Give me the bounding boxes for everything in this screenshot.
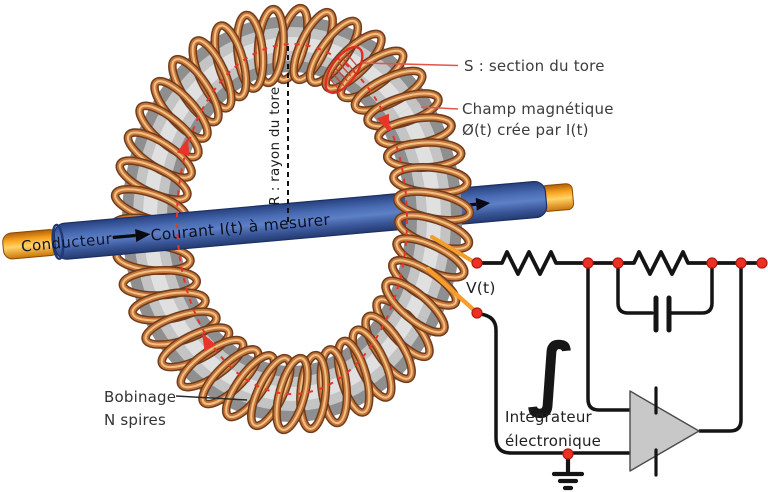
radius-marker: R : rayon du tore — [267, 46, 289, 226]
insulation-opening — [51, 223, 65, 261]
leader-lines — [175, 62, 459, 401]
winding-label-line2: N spires — [104, 411, 166, 429]
voltage-label: V(t) — [466, 279, 496, 297]
terminal-top — [471, 257, 483, 269]
coil-front-limb — [363, 89, 475, 337]
section-leader — [362, 62, 459, 67]
section-label: S : section du tore — [464, 57, 605, 75]
current-direction-arrow — [112, 229, 151, 242]
field-arrow-left — [176, 138, 190, 157]
coil-windings-front — [363, 89, 475, 337]
coil-lead-bottom — [425, 266, 478, 314]
integral-symbol: ∫ — [527, 326, 576, 419]
integrator-circuit: ∫ — [425, 234, 768, 491]
opamp-triangle — [629, 390, 700, 472]
winding-label-line1: Bobinage — [104, 388, 177, 406]
field-arrow-right — [376, 113, 389, 132]
coil-loop — [272, 353, 312, 435]
field-label-line1: Champ magnétique — [462, 100, 614, 118]
node — [612, 257, 624, 269]
inverting-input-wire — [586, 261, 632, 412]
field-leader — [420, 106, 459, 110]
coil-loop — [289, 7, 337, 85]
coil-lead-top — [429, 234, 477, 265]
bottom-wire — [478, 312, 645, 455]
feedback-output-wire — [698, 261, 743, 433]
node — [582, 257, 594, 269]
terminal-bottom — [471, 307, 483, 319]
winding-leader — [175, 395, 248, 401]
integrator-label-line1: Intégrateur — [505, 408, 592, 426]
ground-node — [562, 448, 574, 460]
coil-loop — [296, 350, 331, 434]
output-terminal — [756, 257, 768, 269]
field-label-line2: Ø(t) crée par I(t) — [462, 121, 589, 139]
coil-loop — [381, 276, 449, 337]
ground-symbol — [551, 452, 585, 491]
magnetic-field-line — [176, 43, 408, 395]
node — [735, 257, 747, 269]
top-wire-with-resistors — [479, 250, 764, 276]
field-arrow-bottom — [202, 333, 216, 352]
integrator-label-line2: électronique — [505, 432, 602, 450]
capacitor-branch — [616, 261, 714, 315]
circuit-nodes — [471, 257, 768, 460]
node — [706, 257, 718, 269]
radius-label: R : rayon du tore — [267, 86, 283, 205]
section-highlight — [324, 45, 364, 95]
